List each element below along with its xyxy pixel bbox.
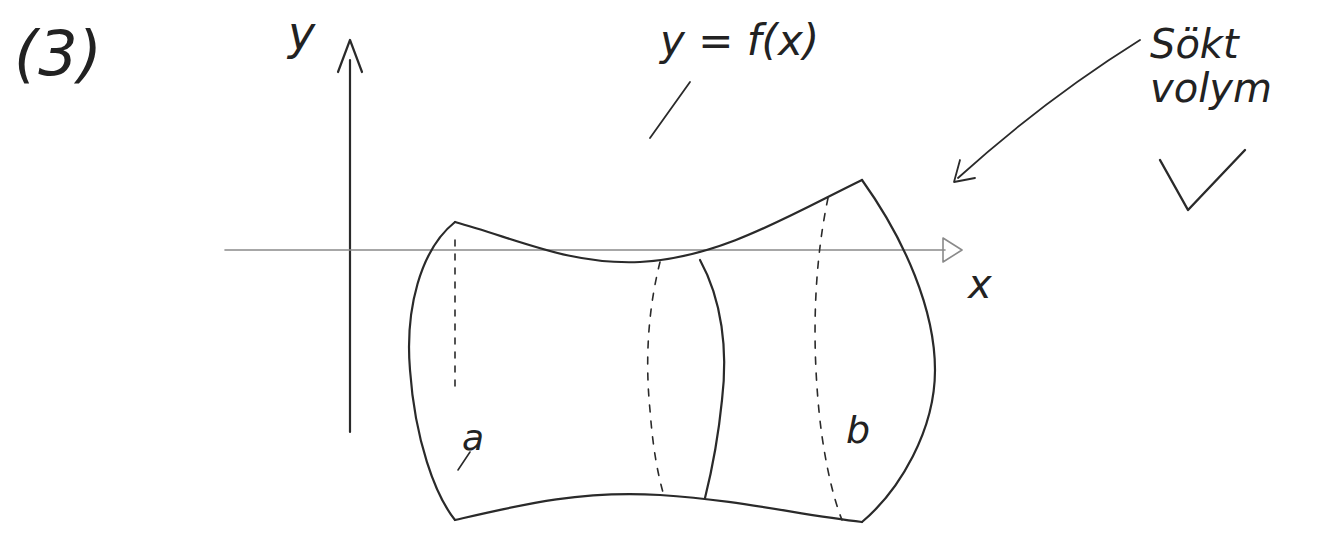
leader-line: [958, 40, 1140, 178]
leader-line: [650, 82, 690, 138]
x-axis: [225, 249, 945, 251]
right-end-arc: [862, 180, 935, 522]
callout-note: Sökt volym: [1150, 22, 1310, 110]
y-axis-arrowhead: [338, 40, 362, 72]
function-label: y = f(x): [660, 18, 819, 64]
bound-label: b: [846, 410, 870, 452]
leader-arrowhead: [954, 160, 975, 182]
y-axis: [349, 60, 351, 432]
bottom-profile-curve: [455, 494, 862, 522]
right-end-back: [815, 198, 842, 520]
left-end-arc: [409, 222, 455, 520]
bound-label: a: [462, 418, 484, 458]
middle-section-back: [648, 262, 664, 496]
problem-number: (3): [14, 20, 102, 88]
axis-label: y: [288, 8, 315, 59]
left-center-dashed: [454, 240, 456, 390]
top-profile-curve: [455, 180, 862, 262]
check-mark: [1160, 150, 1245, 210]
axis-label: x: [968, 262, 992, 306]
middle-section-front: [700, 260, 724, 498]
x-axis-arrowhead: [943, 238, 962, 262]
